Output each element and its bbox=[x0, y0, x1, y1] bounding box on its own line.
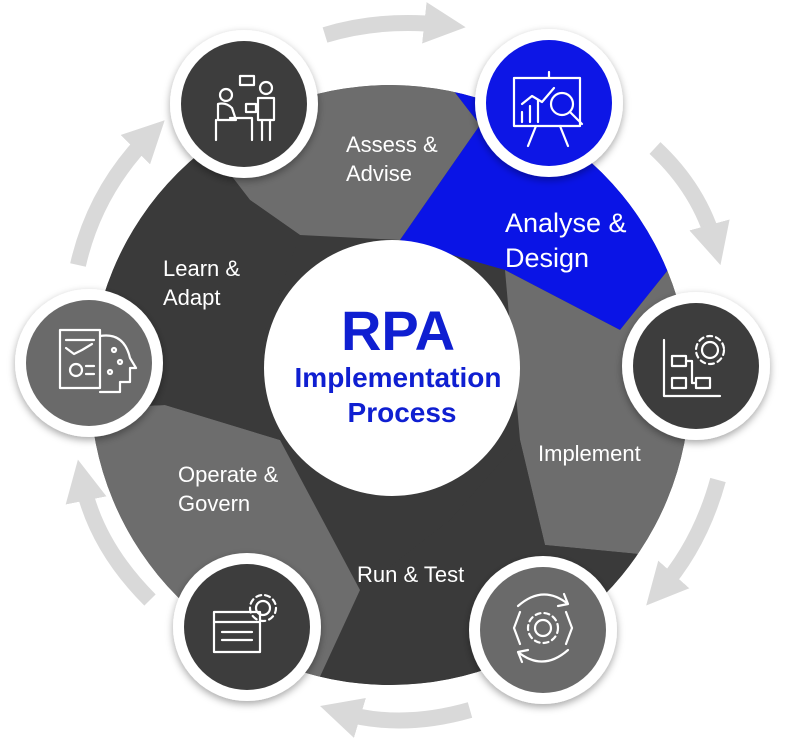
cycle-arrows bbox=[65, 2, 730, 738]
gear-flowchart-icon bbox=[662, 334, 726, 398]
node-analyse-design bbox=[475, 29, 623, 177]
meeting-icon bbox=[214, 74, 276, 142]
center-subtitle-line2: Process bbox=[348, 397, 457, 428]
node-implement bbox=[622, 292, 770, 440]
report-ai-head-icon bbox=[58, 328, 138, 394]
cycle-arrow bbox=[65, 459, 156, 606]
step-label-operate-govern: Operate & Govern bbox=[178, 462, 284, 516]
analytics-presentation-icon bbox=[512, 70, 584, 148]
node-operate-govern bbox=[173, 553, 321, 701]
cycle-arrow bbox=[322, 2, 466, 44]
step-label-run-test: Run & Test bbox=[357, 562, 464, 587]
center-title: RPA bbox=[341, 299, 455, 362]
step-label-learn-adapt: Learn & Adapt bbox=[163, 256, 246, 310]
node-assess-advise bbox=[170, 30, 318, 178]
browser-gear-icon bbox=[212, 593, 278, 654]
cycle-gear-icon bbox=[512, 592, 574, 664]
step-label-assess-advise: Assess & Advise bbox=[346, 132, 444, 186]
cycle-arrow bbox=[70, 120, 165, 267]
cycle-arrow bbox=[646, 477, 726, 606]
step-label-analyse-design: Analyse & Design bbox=[505, 208, 634, 273]
node-run-test bbox=[469, 556, 617, 704]
cycle-arrow bbox=[649, 142, 730, 266]
step-label-implement: Implement bbox=[538, 441, 641, 466]
segment-labels: Assess & Advise Analyse & Design Impleme… bbox=[163, 132, 641, 587]
cycle-arrow bbox=[320, 698, 473, 738]
center-hub: RPA Implementation Process bbox=[264, 240, 520, 496]
node-learn-adapt bbox=[15, 289, 163, 437]
center-subtitle-line1: Implementation bbox=[295, 362, 502, 393]
